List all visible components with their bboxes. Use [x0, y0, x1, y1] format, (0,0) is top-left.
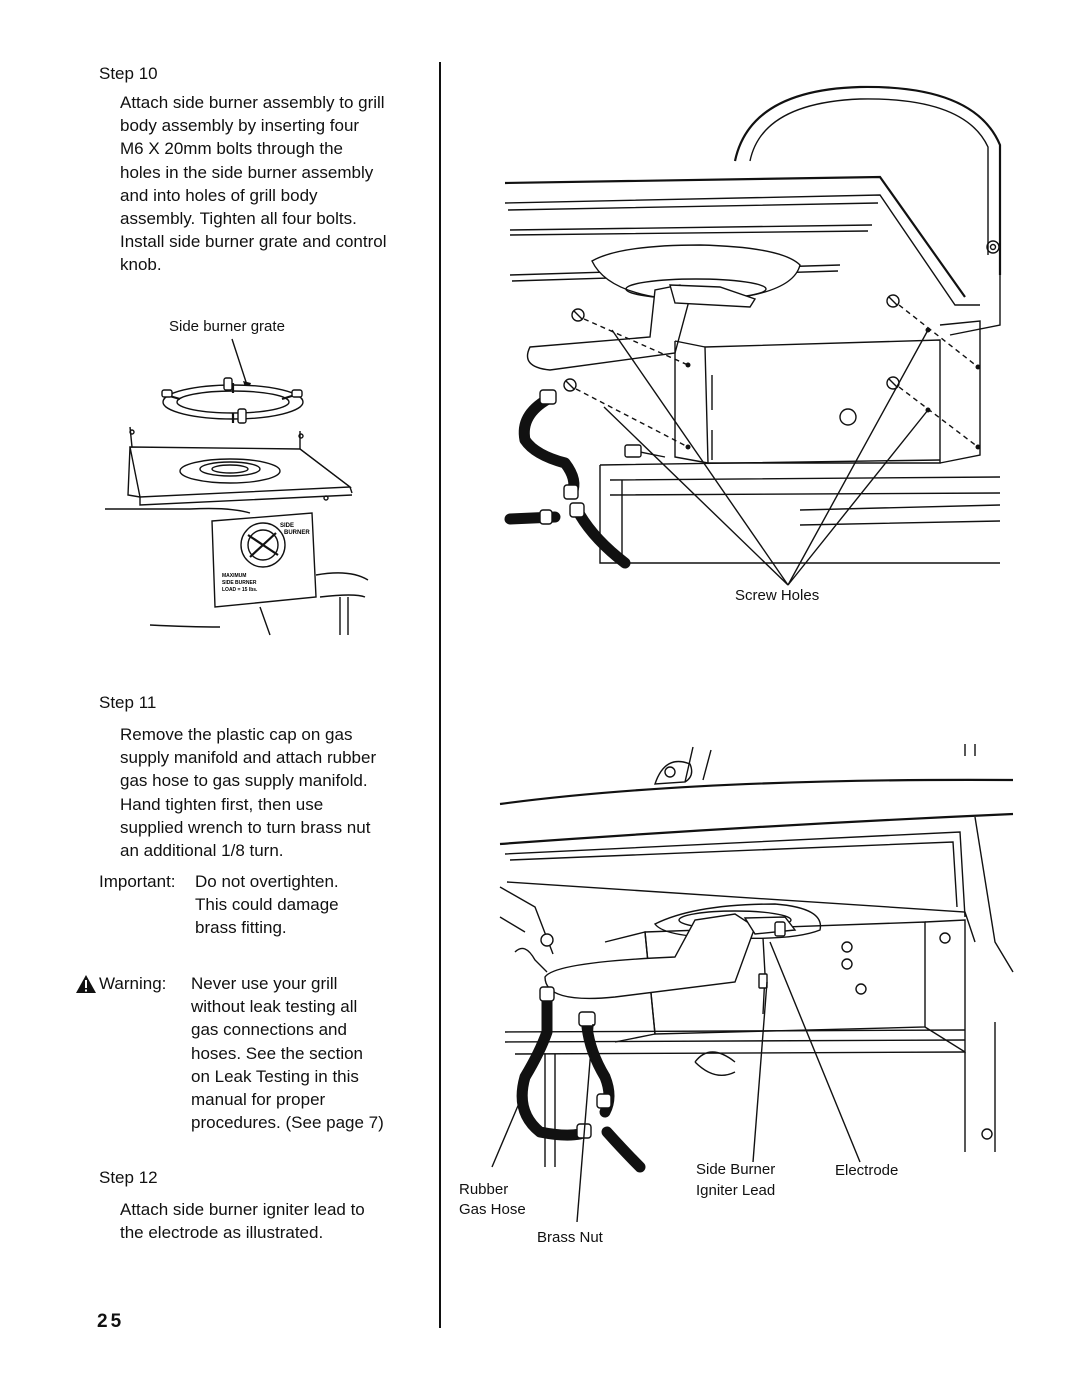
warning-label: Warning:	[99, 974, 167, 993]
step12-instructions: Attach side burner igniter lead to the e…	[120, 1200, 365, 1243]
rubber-gas-hose-label: Rubber Gas Hose	[459, 1181, 526, 1218]
column-divider	[439, 62, 441, 1328]
side-burner-igniter-lead-label: Side Burner Igniter Lead	[696, 1161, 776, 1199]
warning-icon	[76, 975, 96, 993]
important-label: Important:	[99, 872, 176, 891]
load-warning-text-2: SIDE BURNER	[222, 580, 257, 586]
knob-burner-text: BURNER	[284, 530, 310, 536]
load-warning-text-3: LOAD = 15 lbs.	[222, 587, 258, 593]
warning-text: Never use your grill without leak testin…	[191, 974, 384, 1133]
screw-holes-label: Screw Holes	[735, 587, 820, 604]
step10-title: Step 10	[99, 64, 158, 83]
side-burner-grate-illustration: SIDE BURNER MAXIMUM SIDE BURNER LOAD = 1…	[105, 338, 369, 636]
igniter-lead-figure	[491, 744, 1014, 1223]
step12-title: Step 12	[99, 1168, 158, 1187]
page-number: 25	[97, 1311, 125, 1332]
step11-title: Step 11	[99, 693, 157, 712]
load-warning-text: MAXIMUM	[222, 573, 246, 579]
side-burner-grate-label: Side burner grate	[169, 318, 285, 335]
step10-instructions: Attach side burner assembly to grill bod…	[120, 93, 387, 275]
step11-instructions: Remove the plastic cap on gas supply man…	[120, 725, 377, 861]
electrode-label: Electrode	[835, 1162, 899, 1179]
knob-side-burner-text: SIDE	[280, 523, 294, 529]
brass-nut-label: Brass Nut	[537, 1229, 603, 1246]
side-burner-mounting-figure	[504, 85, 1002, 586]
important-text: Do not overtighten. This could damage br…	[195, 872, 339, 938]
